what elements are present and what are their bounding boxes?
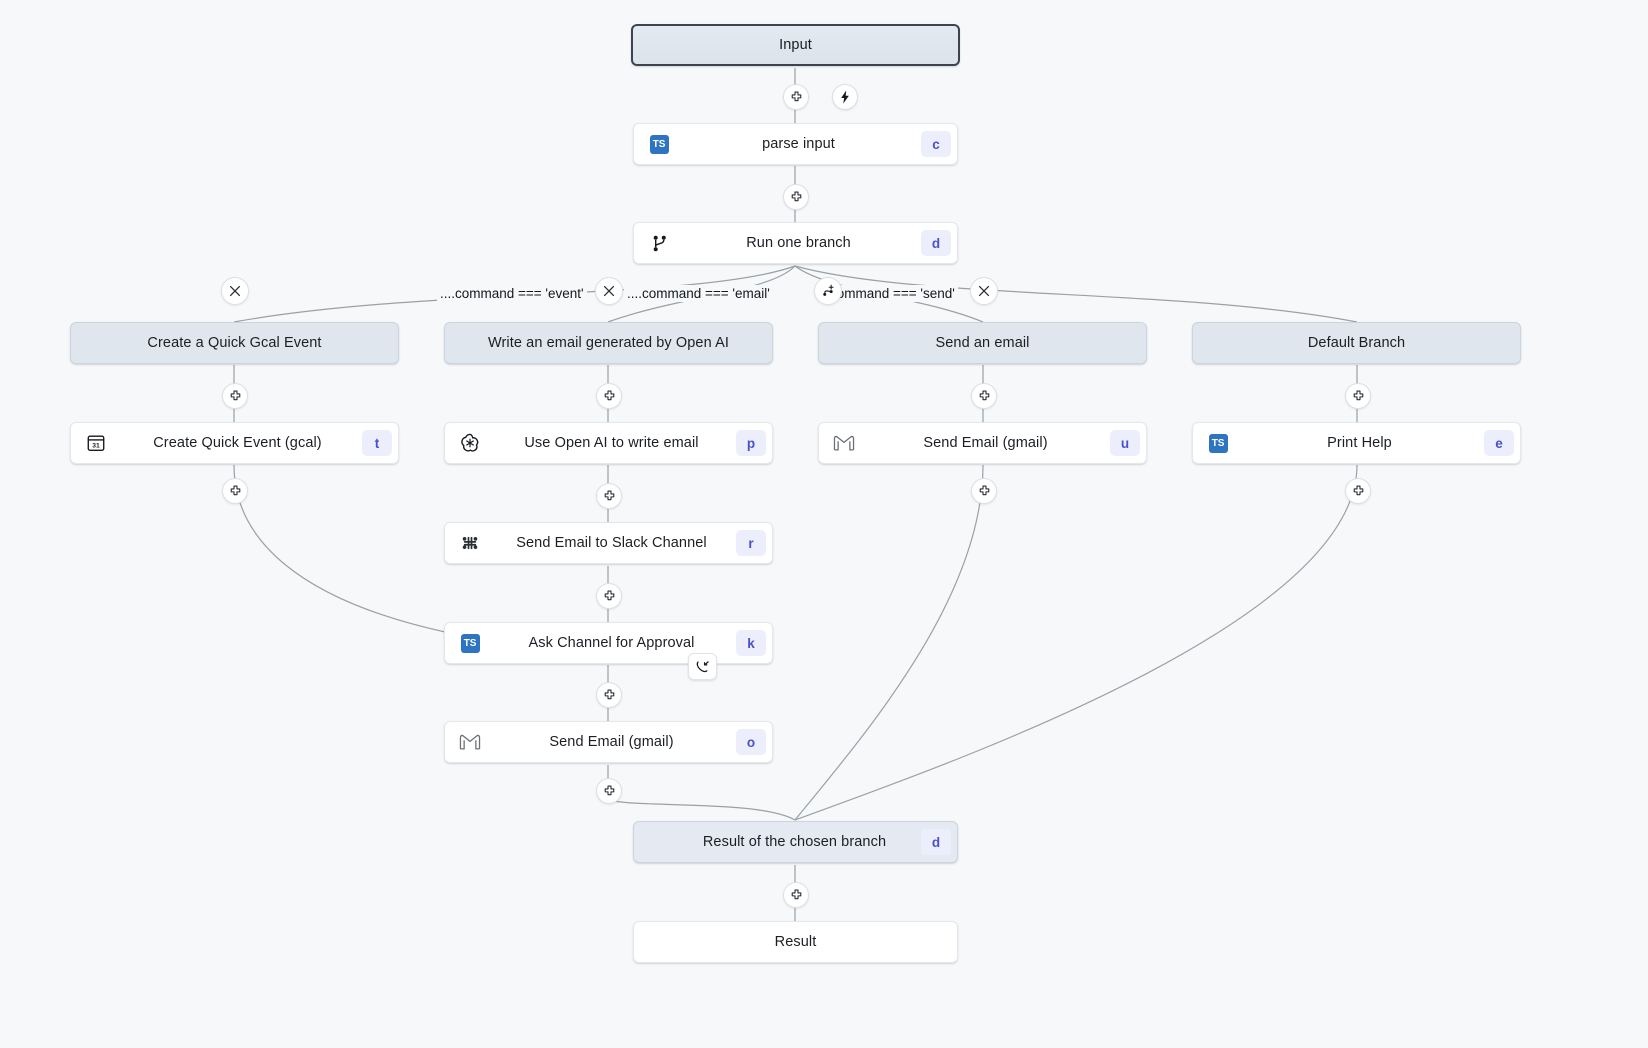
add-step-button-after-send-email-gmail-col3[interactable] — [971, 478, 997, 504]
node-branch-head-1[interactable]: Create a Quick Gcal Event — [70, 322, 399, 364]
node-run-one-branch[interactable]: Run one branch d — [633, 222, 958, 264]
plus-icon — [791, 191, 801, 201]
plus-icon — [604, 785, 614, 795]
add-step-button-branch-3[interactable] — [971, 383, 997, 409]
node-send-email-gmail-col3-key[interactable]: u — [1110, 430, 1140, 456]
plus-icon — [604, 689, 614, 699]
lightning-icon — [841, 90, 849, 104]
add-step-button-branch-1[interactable] — [222, 383, 248, 409]
node-run-one-branch-label: Run one branch — [746, 235, 851, 251]
node-ask-channel-approval-key[interactable]: k — [736, 630, 766, 656]
approval-resume-icon — [696, 660, 709, 672]
plus-icon — [604, 490, 614, 500]
add-step-button-after-create-quick-event[interactable] — [222, 478, 248, 504]
delete-branch-button-3[interactable] — [970, 277, 998, 305]
node-input-label: Input — [779, 37, 812, 53]
slack-icon — [453, 533, 487, 553]
close-icon — [603, 285, 615, 297]
node-create-quick-event[interactable]: 31 Create Quick Event (gcal) t — [70, 422, 399, 464]
node-send-email-slack-key[interactable]: r — [736, 530, 766, 556]
add-step-button-after-input[interactable] — [783, 84, 809, 110]
node-result-of-chosen-branch-key[interactable]: d — [921, 829, 951, 855]
branch-icon — [642, 234, 676, 253]
add-step-button-after-parse-input[interactable] — [783, 184, 809, 210]
suspend-icon[interactable] — [688, 653, 717, 680]
typescript-icon: TS — [1201, 433, 1235, 453]
plus-icon — [1353, 390, 1363, 400]
plus-icon — [979, 390, 989, 400]
node-parse-input-label: parse input — [762, 136, 835, 152]
plus-icon — [979, 485, 989, 495]
add-step-button-after-send-email-slack[interactable] — [596, 583, 622, 609]
node-result-of-chosen-branch[interactable]: Result of the chosen branch d — [633, 821, 958, 863]
node-branch-head-1-label: Create a Quick Gcal Event — [147, 335, 322, 351]
node-print-help-key[interactable]: e — [1484, 430, 1514, 456]
node-branch-head-4[interactable]: Default Branch — [1192, 322, 1521, 364]
node-send-email-gmail-mid-key[interactable]: o — [736, 729, 766, 755]
openai-icon — [453, 432, 487, 454]
plus-icon — [1353, 485, 1363, 495]
node-use-open-ai-label: Use Open AI to write email — [524, 435, 699, 451]
plus-icon — [230, 390, 240, 400]
branch-condition-1: ....command === 'event' — [437, 285, 587, 302]
node-send-email-gmail-mid-label: Send Email (gmail) — [549, 734, 674, 750]
branch-condition-2: ....command === 'email' — [624, 285, 773, 302]
node-send-email-gmail-col3-label: Send Email (gmail) — [923, 435, 1048, 451]
gmail-icon — [827, 434, 861, 452]
node-create-quick-event-key[interactable]: t — [362, 430, 392, 456]
delete-branch-button-2[interactable] — [595, 277, 623, 305]
google-calendar-icon: 31 — [79, 433, 113, 453]
plus-icon — [791, 91, 801, 101]
node-create-quick-event-label: Create Quick Event (gcal) — [153, 435, 322, 451]
svg-text:31: 31 — [92, 443, 100, 450]
add-step-button-after-result-collect[interactable] — [783, 882, 809, 908]
node-send-email-gmail-mid[interactable]: Send Email (gmail) o — [444, 721, 773, 763]
add-branch-icon — [822, 284, 834, 296]
node-send-email-slack[interactable]: Send Email to Slack Channel r — [444, 522, 773, 564]
delete-branch-button-1[interactable] — [221, 277, 249, 305]
plus-icon — [604, 390, 614, 400]
node-parse-input-key[interactable]: c — [921, 131, 951, 157]
node-branch-head-3-label: Send an email — [935, 335, 1030, 351]
add-step-button-after-print-help[interactable] — [1345, 478, 1371, 504]
gmail-icon — [453, 733, 487, 751]
node-print-help-label: Print Help — [1327, 435, 1392, 451]
add-step-button-after-ask-channel-approval[interactable] — [596, 682, 622, 708]
node-branch-head-3[interactable]: Send an email — [818, 322, 1147, 364]
add-step-button-branch-2[interactable] — [596, 383, 622, 409]
typescript-icon: TS — [453, 633, 487, 653]
node-branch-head-2-label: Write an email generated by Open AI — [487, 335, 729, 351]
node-result-label: Result — [774, 934, 817, 950]
close-icon — [229, 285, 241, 297]
plus-icon — [604, 590, 614, 600]
node-parse-input[interactable]: TS parse input c — [633, 123, 958, 165]
node-use-open-ai-key[interactable]: p — [736, 430, 766, 456]
plus-icon — [791, 889, 801, 899]
typescript-icon: TS — [642, 134, 676, 154]
node-use-open-ai[interactable]: Use Open AI to write email p — [444, 422, 773, 464]
node-send-email-gmail-col3[interactable]: Send Email (gmail) u — [818, 422, 1147, 464]
node-result[interactable]: Result — [633, 921, 958, 963]
node-input[interactable]: Input — [631, 24, 960, 66]
plus-icon — [230, 485, 240, 495]
node-send-email-slack-label: Send Email to Slack Channel — [516, 535, 707, 551]
add-step-button-after-use-open-ai[interactable] — [596, 483, 622, 509]
add-step-button-after-send-email-gmail-mid[interactable] — [596, 778, 622, 804]
node-run-one-branch-key[interactable]: d — [921, 230, 951, 256]
trigger-button[interactable] — [832, 84, 858, 110]
node-ask-channel-approval[interactable]: TS Ask Channel for Approval k — [444, 622, 773, 664]
node-print-help[interactable]: TS Print Help e — [1192, 422, 1521, 464]
node-branch-head-4-label: Default Branch — [1307, 335, 1406, 351]
node-result-of-chosen-branch-label: Result of the chosen branch — [702, 834, 887, 850]
node-ask-channel-approval-label: Ask Channel for Approval — [528, 635, 695, 651]
add-step-button-branch-4[interactable] — [1345, 383, 1371, 409]
node-branch-head-2[interactable]: Write an email generated by Open AI — [444, 322, 773, 364]
add-branch-button[interactable] — [814, 277, 842, 305]
close-icon — [978, 285, 990, 297]
